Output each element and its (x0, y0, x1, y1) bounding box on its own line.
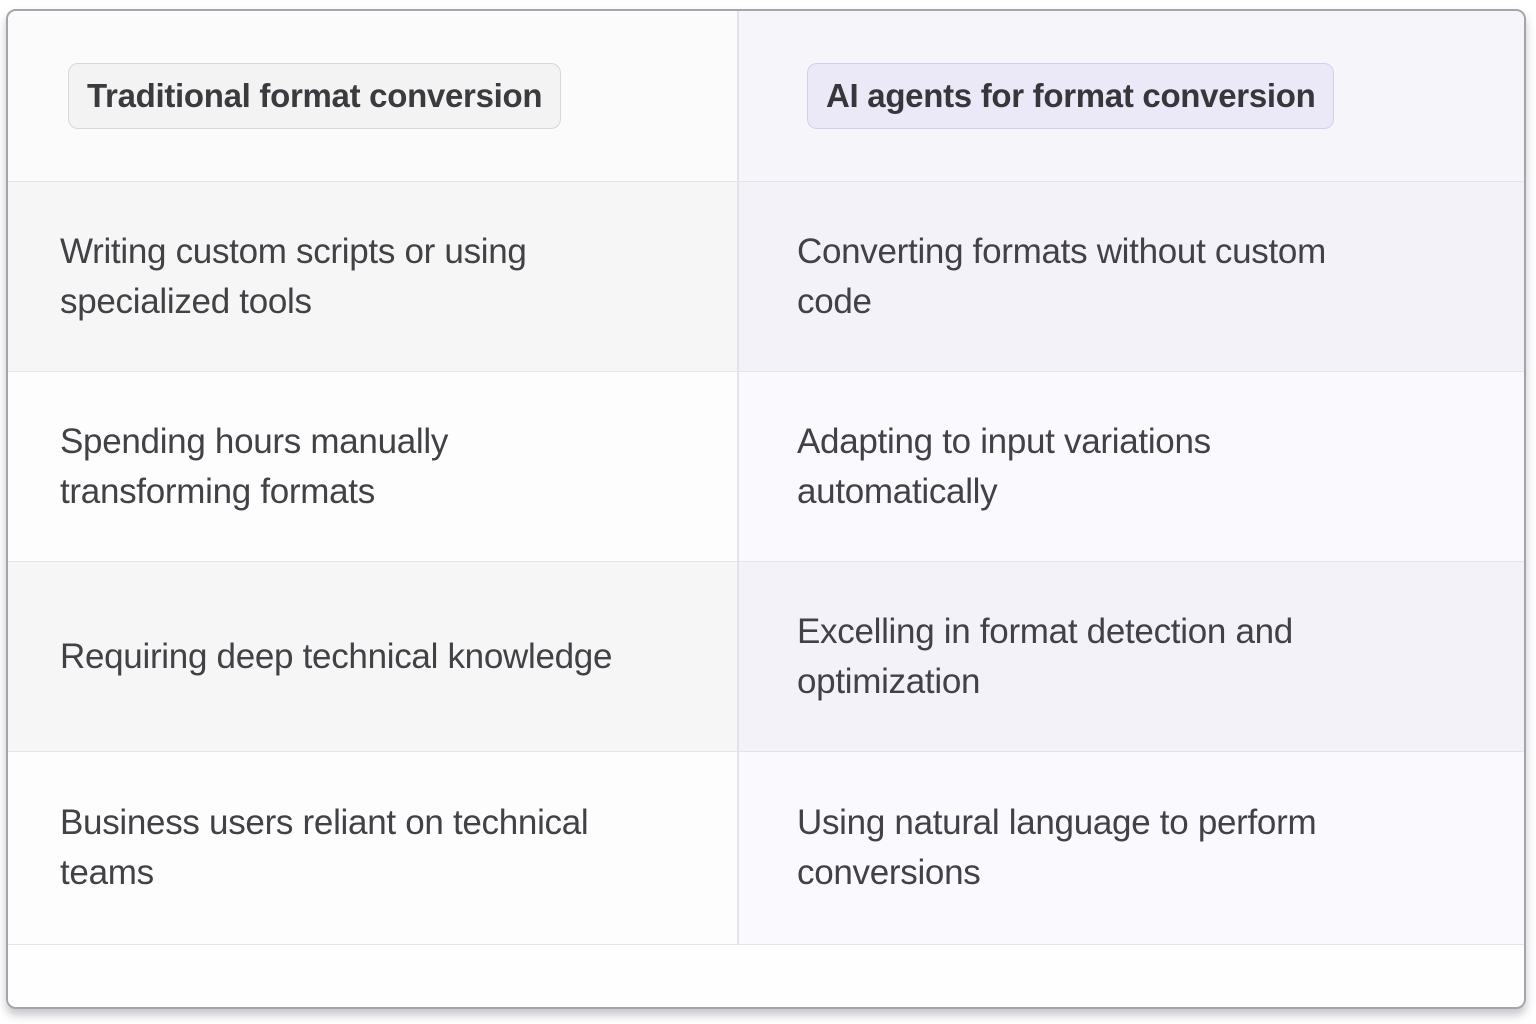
table-row-3-traditional: Requiring deep technical knowledge (8, 561, 737, 751)
table-row-1-ai: Converting formats without custom code (737, 181, 1524, 371)
table-footer-strip (8, 944, 1524, 1007)
table-row-3-ai: Excelling in format detection and optimi… (737, 561, 1524, 751)
header-cell-ai: AI agents for format conversion (737, 11, 1524, 181)
cell-text: Converting formats without custom code (797, 231, 1326, 321)
table-row-1-traditional: Writing custom scripts or using speciali… (8, 181, 737, 371)
cell-text: Requiring deep technical knowledge (60, 636, 613, 676)
ai-header-badge: AI agents for format conversion (807, 63, 1335, 129)
table-row-2-traditional: Spending hours manually transforming for… (8, 371, 737, 561)
traditional-header-badge: Traditional format conversion (68, 63, 562, 129)
cell-text: Business users reliant on technical team… (60, 803, 589, 892)
cell-text: Excelling in format detection and optimi… (797, 611, 1293, 701)
cell-text: Spending hours manually transforming for… (60, 421, 449, 511)
header-cell-traditional: Traditional format conversion (8, 11, 737, 181)
table-row-4-ai: Using natural language to perform conver… (737, 751, 1524, 944)
table-row-4-traditional: Business users reliant on technical team… (8, 751, 737, 944)
cell-text: Using natural language to perform conver… (797, 803, 1317, 892)
cell-text: Adapting to input variations automatical… (797, 421, 1211, 511)
cell-text: Writing custom scripts or using speciali… (60, 231, 527, 321)
comparison-table: Traditional format conversion AI agents … (6, 9, 1526, 1009)
table-row-2-ai: Adapting to input variations automatical… (737, 371, 1524, 561)
